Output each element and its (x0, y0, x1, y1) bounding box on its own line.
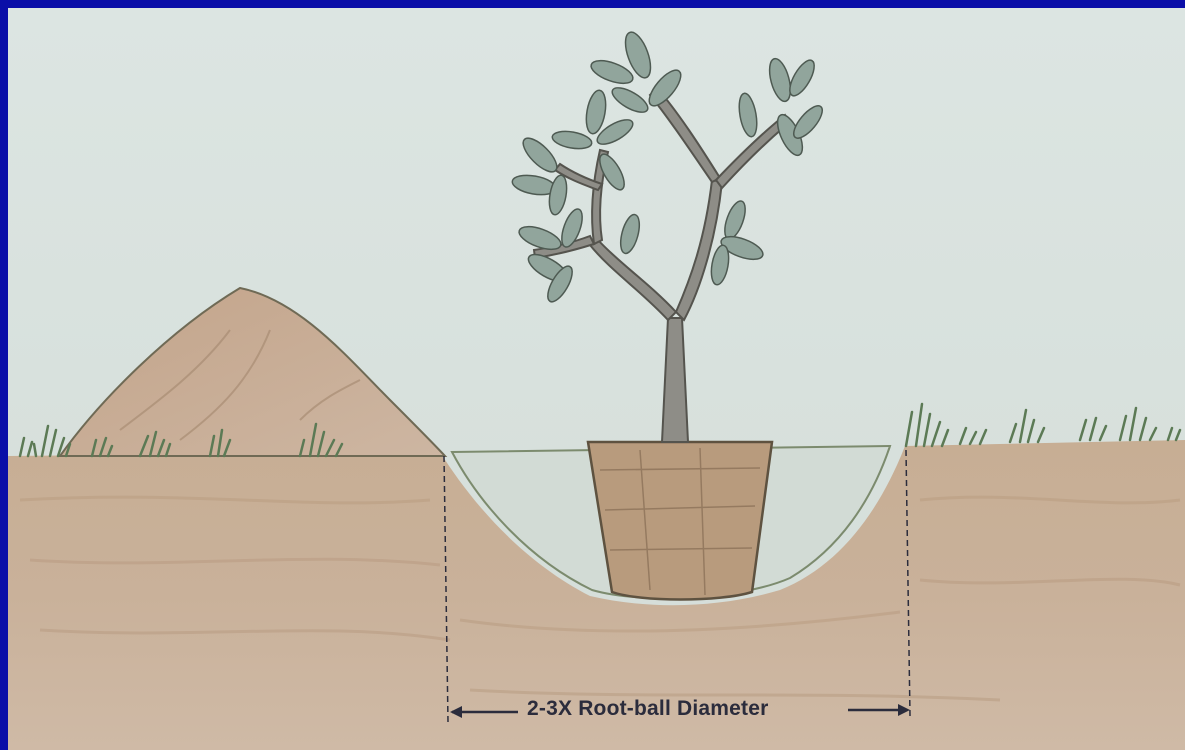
root-ball (588, 442, 772, 600)
dimension-label: 2-3X Root-ball Diameter (527, 697, 769, 721)
